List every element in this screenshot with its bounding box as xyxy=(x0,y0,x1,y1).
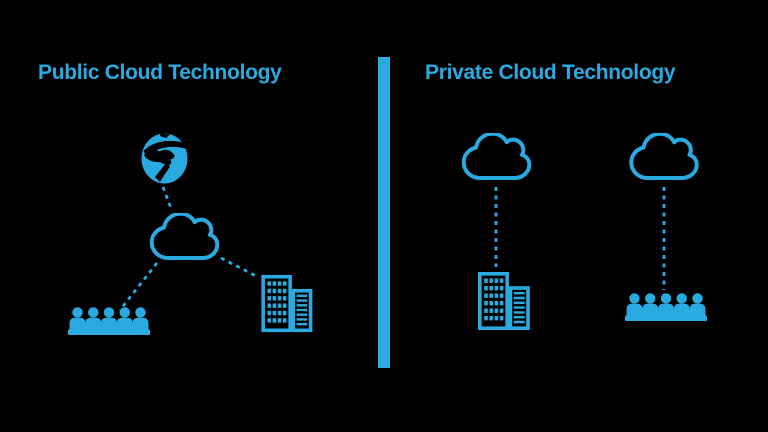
globe-to-cloud-connector xyxy=(161,186,174,212)
panel-divider-bar xyxy=(378,57,390,368)
users-group-icon xyxy=(68,307,150,335)
cloud-to-users-connector xyxy=(118,262,159,311)
office-building-icon xyxy=(259,273,313,334)
private-cloud-icon-1 xyxy=(460,133,535,182)
private-users-group-icon xyxy=(625,293,707,321)
private-cloud-icon-2 xyxy=(628,133,702,182)
public-cloud-icon xyxy=(148,213,223,262)
public-panel-title: Public Cloud Technology xyxy=(38,61,282,84)
private-office-building-icon xyxy=(476,270,530,332)
private-panel-title: Private Cloud Technology xyxy=(425,61,676,84)
globe-icon xyxy=(141,133,188,184)
cloud-to-building-connector xyxy=(220,256,259,279)
